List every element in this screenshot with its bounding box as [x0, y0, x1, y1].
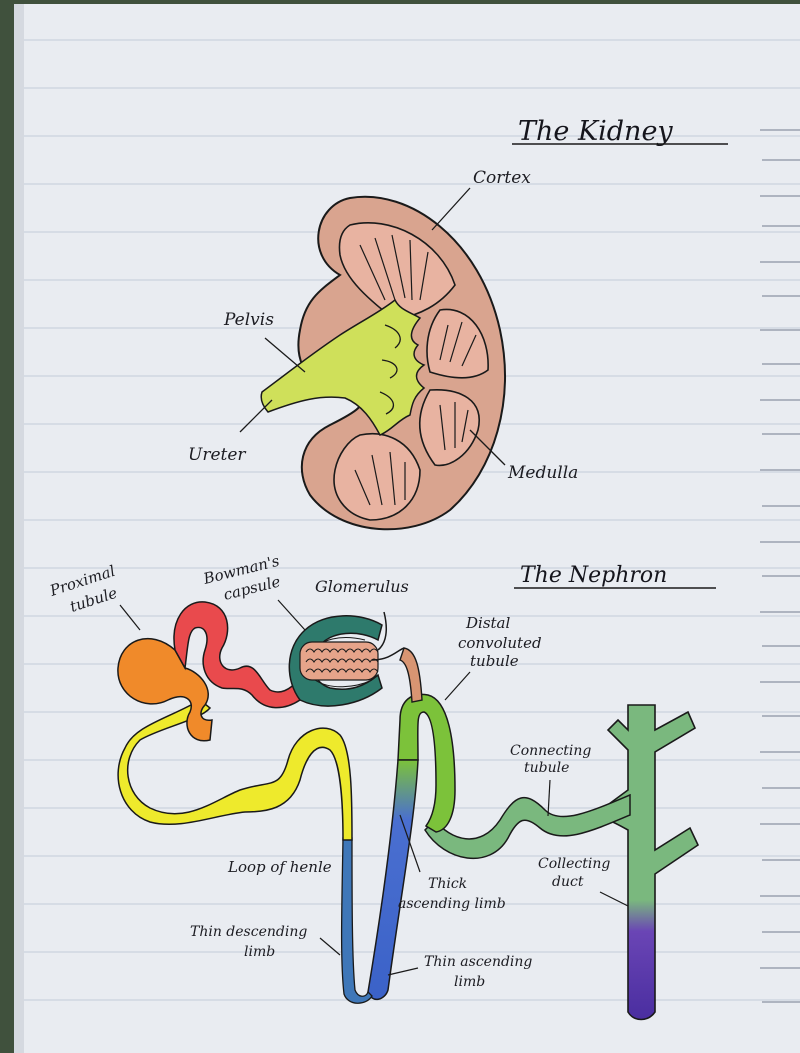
pelvis-leader-line — [264, 337, 306, 373]
thin-descending-limb — [340, 837, 373, 1004]
medulla-pyramid-2 — [426, 308, 489, 379]
label-connecting-line1: Connecting — [510, 743, 591, 759]
label-distal-line1: Distal — [465, 614, 510, 632]
label-collecting-line1: Collecting — [538, 856, 610, 872]
label-glomerulus: Glomerulus — [315, 577, 409, 596]
nephron-diagram — [117, 599, 700, 1021]
label-loop-of-henle: Loop of henle — [227, 858, 332, 876]
distal-convoluted-tubule — [397, 693, 456, 833]
cortex-leader-line — [431, 187, 471, 231]
label-thin-descending-line1: Thin descending — [190, 924, 307, 940]
medulla-leader-line — [469, 429, 506, 466]
glomerulus — [299, 611, 405, 681]
label-thick-line1: Thick — [428, 876, 467, 892]
nephron-title: The Nephron — [520, 563, 667, 588]
label-cortex: Cortex — [473, 168, 531, 188]
label-distal-line2: convoluted — [458, 634, 542, 652]
connecting-tubule — [424, 793, 631, 860]
label-thin-descending-line2: limb — [244, 944, 275, 960]
proximal-straight-tubule — [117, 699, 353, 841]
medulla-pyramid-3 — [418, 389, 480, 467]
label-thin-ascending-line2: limb — [454, 974, 485, 990]
label-collecting-line2: duct — [552, 874, 584, 890]
label-ureter: Ureter — [188, 445, 246, 465]
efferent-vessel — [399, 647, 423, 703]
thick-ascending-limb — [367, 759, 419, 1001]
medulla-pyramid-4 — [333, 433, 421, 521]
paper-edge-shadow — [14, 4, 24, 1053]
label-connecting-line2: tubule — [524, 760, 569, 776]
margin-ticks — [760, 129, 800, 1003]
label-pelvis: Pelvis — [223, 310, 274, 330]
kidney-diagram — [239, 187, 506, 531]
label-medulla: Medulla — [507, 463, 578, 483]
proximal-convoluted-orange — [117, 638, 213, 742]
medulla-striations — [354, 234, 477, 506]
renal-pelvis — [260, 298, 426, 436]
nephron-leader-lines — [119, 599, 629, 976]
kidney-title: The Kidney — [518, 116, 673, 147]
label-distal-line3: tubule — [470, 652, 519, 670]
label-thick-line2: ascending limb — [398, 896, 506, 912]
ureter-leader-line — [239, 399, 273, 433]
label-thin-ascending-line1: Thin ascending — [424, 954, 532, 970]
pelvis-calyces — [379, 324, 401, 415]
